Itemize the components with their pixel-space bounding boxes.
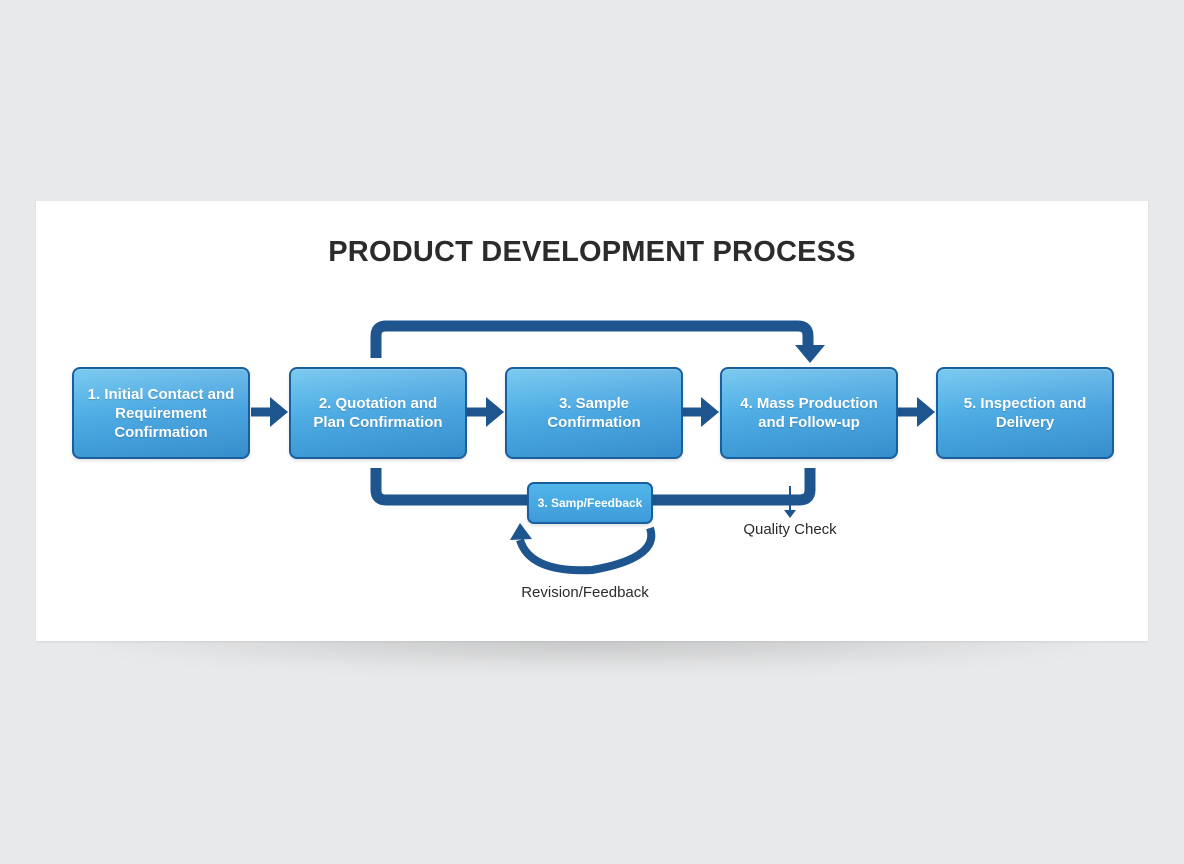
quality-check-label: Quality Check <box>743 521 837 538</box>
step-mass-production: 4. Mass Production and Follow-up <box>720 367 898 459</box>
step-inspection-delivery: 5. Inspection and Delivery <box>936 367 1114 459</box>
step-initial-contact: 1. Initial Contact and Requirement Confi… <box>72 367 250 459</box>
step-sample-confirmation: 3. Sample Confirmation <box>505 367 683 459</box>
diagram-title: PRODUCT DEVELOPMENT PROCESS <box>328 236 856 268</box>
revision-feedback-label: Revision/Feedback <box>521 584 649 601</box>
step-quotation-plan: 2. Quotation and Plan Confirmation <box>289 367 467 459</box>
sample-feedback-box: 3. Samp/Feedback <box>527 482 653 524</box>
